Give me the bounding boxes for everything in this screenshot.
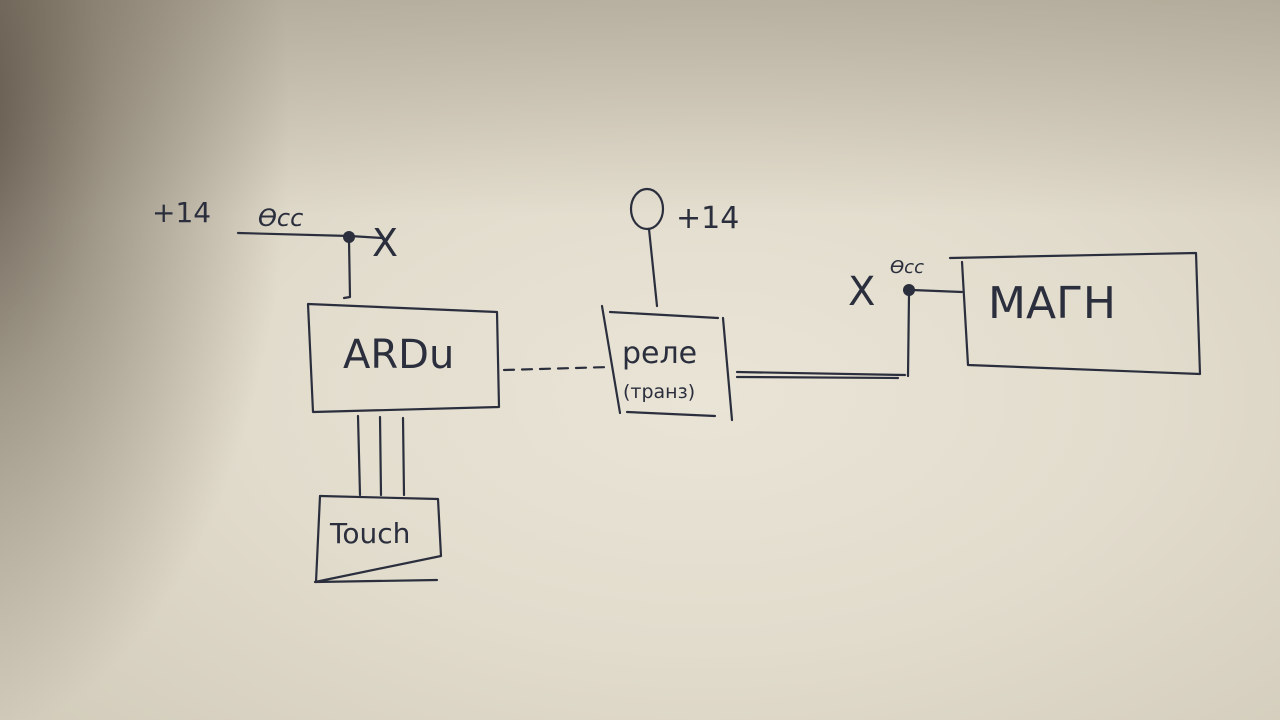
relay-supply: +14 <box>629 187 739 308</box>
relay-supply-voltage: +14 <box>676 201 739 236</box>
left-supply-label: Ѳсс <box>258 204 303 232</box>
arduino-label: ARDu <box>343 332 454 378</box>
control-link-dashed <box>502 365 612 372</box>
magnet-label: МАГН <box>988 278 1116 329</box>
left-supply-wire <box>236 231 384 240</box>
arduino-box <box>306 302 501 414</box>
magnet-feed-wire <box>910 288 964 294</box>
touch-bus-wire-1 <box>356 414 362 497</box>
touch-label: Touch <box>329 517 410 550</box>
output-wire <box>735 370 907 377</box>
output-riser-wire <box>906 292 911 378</box>
relay-box-top <box>608 310 720 320</box>
relay-box-right <box>721 316 734 422</box>
touch-bus-wire-2 <box>378 415 383 497</box>
arduino-power-wire <box>342 238 352 300</box>
output-cross-mark: X <box>848 269 875 315</box>
left-cross-mark: X <box>372 221 398 265</box>
relay-box-bottom <box>625 410 717 418</box>
output-wire-double <box>735 375 900 380</box>
relay-label: реле <box>622 336 697 371</box>
relay-sublabel: (транз) <box>623 381 695 403</box>
left-supply-voltage: +14 <box>152 196 211 229</box>
output-junction-dot <box>903 284 915 296</box>
left-supply: +14 Ѳсс X <box>152 196 398 300</box>
output-tap-label: Ѳсс <box>890 257 924 278</box>
relay-box-left <box>600 304 622 415</box>
touch-box-left <box>314 494 322 584</box>
touch-block: Touch <box>313 414 443 584</box>
relay-supply-terminal <box>629 187 665 231</box>
relay-block: реле (транз) <box>600 304 734 422</box>
touch-bus-wire-3 <box>401 416 406 497</box>
touch-box <box>313 494 443 584</box>
magnet-box <box>948 251 1202 376</box>
magnet-block: МАГН <box>948 251 1202 376</box>
arduino-block: ARDu <box>306 302 501 414</box>
left-junction-dot <box>343 231 355 243</box>
output-tap: X Ѳсс <box>848 257 964 315</box>
relay-supply-wire <box>647 227 659 308</box>
